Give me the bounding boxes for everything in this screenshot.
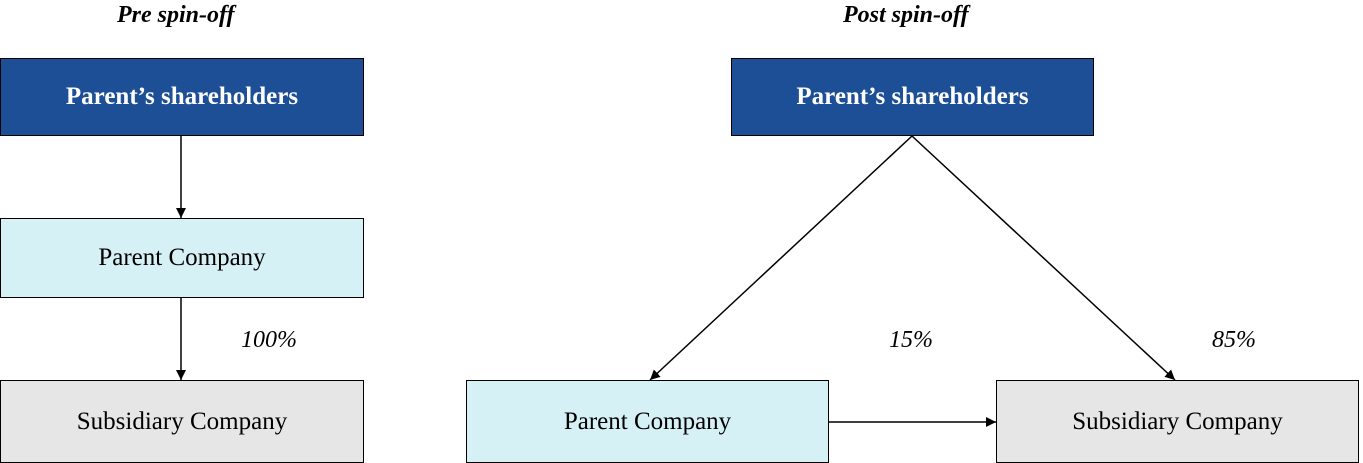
post-parent-company-label: Parent Company	[563, 407, 732, 435]
pre-shareholders-box: Parent’s shareholders	[0, 58, 364, 136]
post-parent-ownership-percent: 15%	[889, 327, 933, 353]
post-spinoff-title: Post spin-off	[843, 2, 969, 28]
pre-ownership-percent: 100%	[241, 327, 297, 353]
post-shareholder-ownership-percent: 85%	[1212, 327, 1256, 353]
pre-spinoff-title: Pre spin-off	[117, 2, 235, 28]
post-subsidiary-company-box: Subsidiary Company	[996, 380, 1359, 463]
post-arrow-shareholders-to-parent	[649, 135, 913, 381]
pre-parent-company-label: Parent Company	[98, 244, 266, 271]
post-shareholders-label: Parent’s shareholders	[796, 83, 1029, 110]
pre-shareholders-label: Parent’s shareholders	[65, 83, 299, 110]
post-arrow-shareholders-to-subsidiary	[911, 135, 1176, 381]
post-subsidiary-company-label: Subsidiary Company	[1072, 407, 1283, 435]
post-shareholders-box: Parent’s shareholders	[731, 58, 1094, 136]
pre-subsidiary-company-label: Subsidiary Company	[76, 407, 288, 435]
pre-parent-company-box: Parent Company	[0, 218, 364, 298]
pre-subsidiary-company-box: Subsidiary Company	[0, 380, 364, 463]
post-parent-company-box: Parent Company	[466, 380, 829, 463]
